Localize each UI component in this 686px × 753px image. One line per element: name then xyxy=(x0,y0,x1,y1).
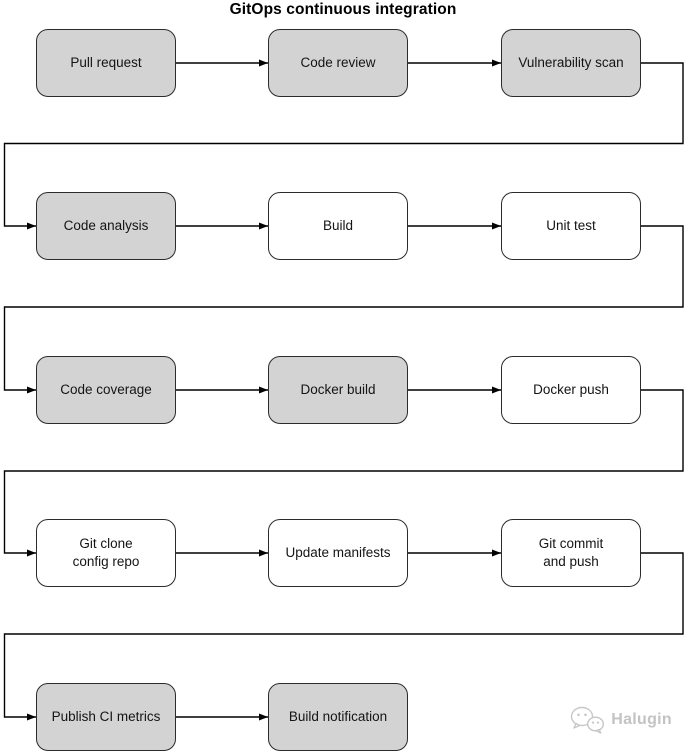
flow-node-build-notification: Build notification xyxy=(268,683,408,751)
watermark-label: Halugin xyxy=(611,711,672,728)
edge-vulnerability-scan-to-code-analysis xyxy=(3,62,684,230)
flow-node-label: Pull request xyxy=(70,55,142,71)
flow-node-label: Unit test xyxy=(546,218,596,234)
flow-node-publish-ci-metrics: Publish CI metrics xyxy=(36,683,176,751)
flow-node-update-manifests: Update manifests xyxy=(268,519,408,587)
wechat-logo-icon xyxy=(571,706,605,734)
edge-unit-test-to-code-coverage xyxy=(3,225,684,394)
flow-node-git-commit: Git commit and push xyxy=(501,519,641,587)
flow-node-label: Git clone config repo xyxy=(72,536,140,569)
flow-node-label: Update manifests xyxy=(285,545,391,561)
flow-node-unit-test: Unit test xyxy=(501,192,641,260)
flow-node-label: Code coverage xyxy=(60,382,152,398)
flow-node-label: Code review xyxy=(300,55,376,71)
flow-node-label: Build notification xyxy=(288,709,388,725)
flow-node-git-clone: Git clone config repo xyxy=(36,519,176,587)
flow-node-code-analysis: Code analysis xyxy=(36,192,176,260)
flow-node-label: Vulnerability scan xyxy=(518,55,624,71)
flow-node-vulnerability-scan: Vulnerability scan xyxy=(501,29,641,97)
flow-node-code-coverage: Code coverage xyxy=(36,356,176,424)
flow-node-label: Build xyxy=(322,218,354,234)
flow-node-build: Build xyxy=(268,192,408,260)
watermark: Halugin xyxy=(569,705,672,735)
flow-node-docker-push: Docker push xyxy=(501,356,641,424)
flow-node-label: Docker push xyxy=(533,382,609,398)
flow-node-label: Docker build xyxy=(300,382,376,398)
edge-git-commit-to-publish-ci-metrics xyxy=(3,552,684,721)
edge-docker-push-to-git-clone xyxy=(3,389,684,557)
flow-node-code-review: Code review xyxy=(268,29,408,97)
flow-node-label: Code analysis xyxy=(63,218,149,234)
diagram-title: GitOps continuous integration xyxy=(229,1,457,18)
flow-node-label: Publish CI metrics xyxy=(51,709,161,725)
flow-node-pull-request: Pull request xyxy=(36,29,176,97)
flow-node-label: Git commit and push xyxy=(538,536,604,569)
flow-node-docker-build: Docker build xyxy=(268,356,408,424)
